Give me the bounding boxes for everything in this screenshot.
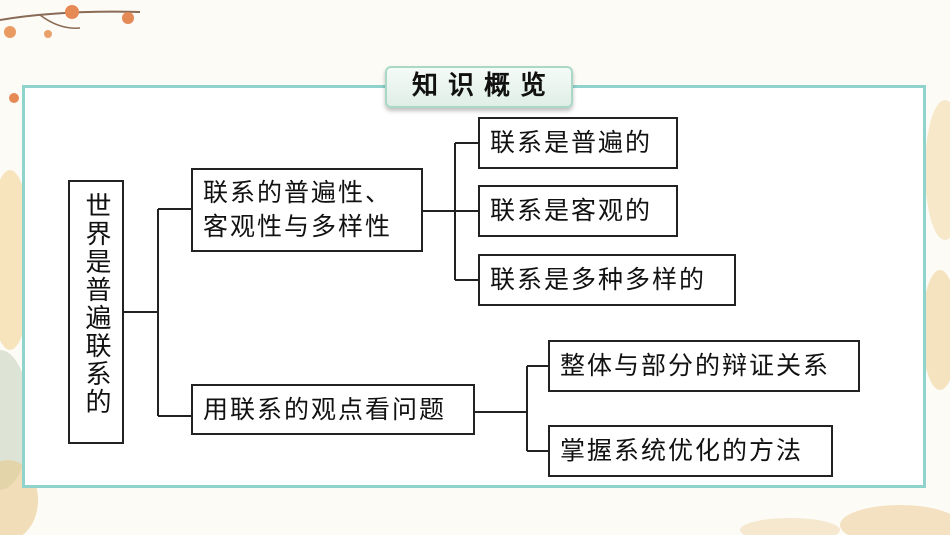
leaf-node: 联系是客观的	[478, 185, 678, 237]
title-banner: 知识概览	[385, 66, 573, 108]
branch-node-1: 联系的普遍性、客观性与多样性	[191, 168, 423, 252]
persimmon-branch-illustration	[0, 5, 141, 103]
page-title: 知识概览	[411, 71, 556, 101]
root-node: 世界是普遍联系的	[68, 180, 124, 444]
leaf-node: 掌握系统优化的方法	[548, 425, 833, 477]
branch-node-2: 用联系的观点看问题	[191, 384, 475, 435]
root-node-label: 世界是普遍联系的	[81, 192, 111, 416]
leaf-node: 联系是多种多样的	[478, 254, 736, 306]
leaf-node: 整体与部分的辩证关系	[548, 340, 860, 392]
leaf-node: 联系是普遍的	[478, 117, 678, 169]
right-grass-illustration	[740, 100, 950, 535]
